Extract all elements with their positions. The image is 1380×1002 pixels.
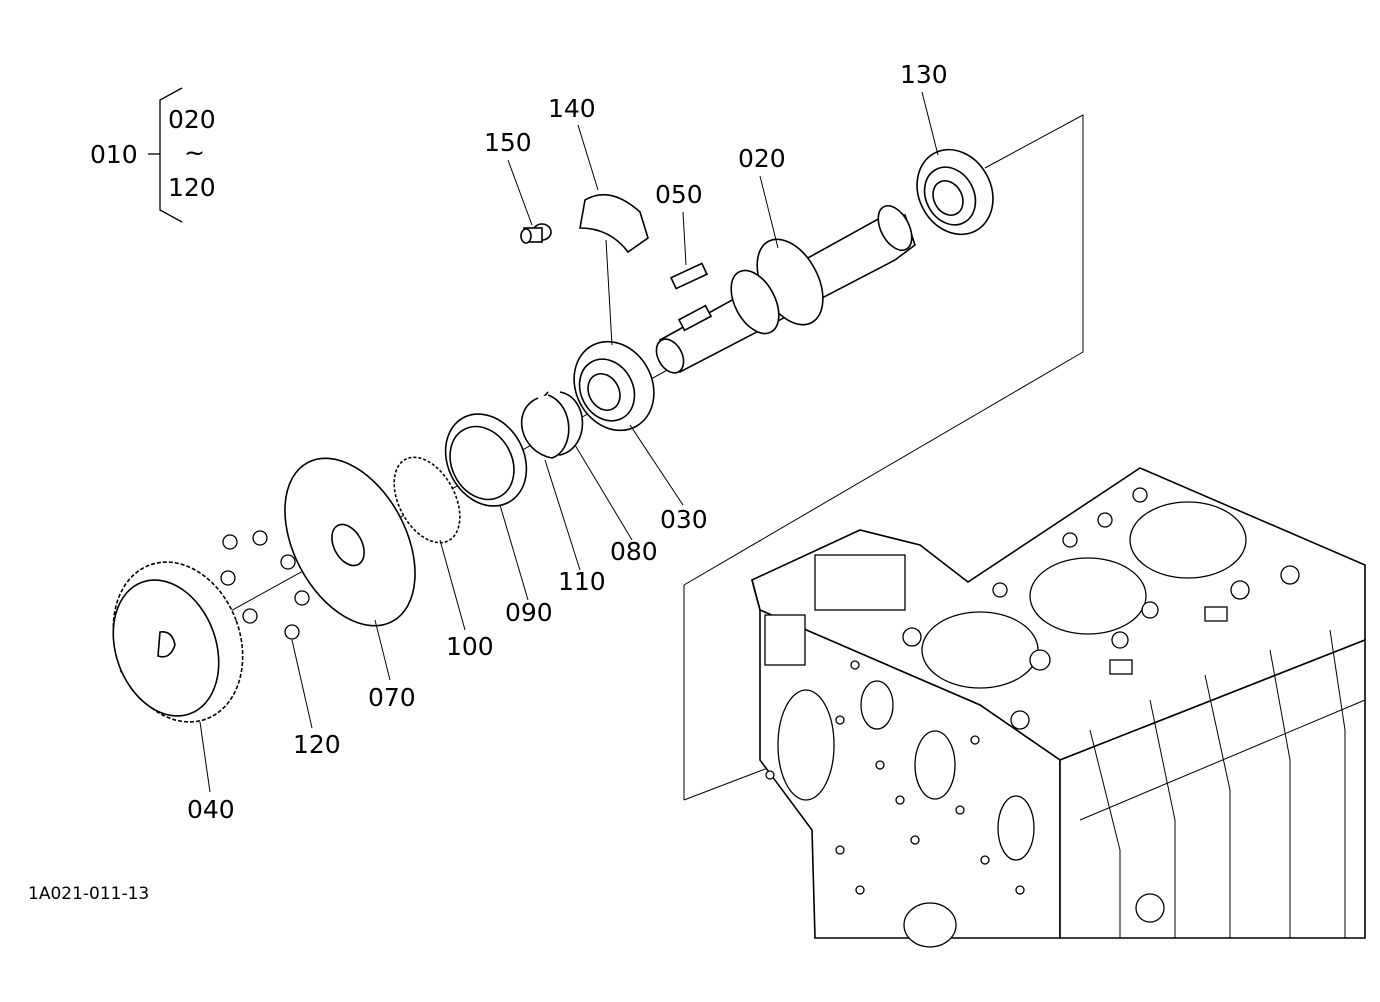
drawing-code: 1A021-011-13 — [28, 884, 149, 904]
part-140-stopper — [579, 193, 649, 254]
leader-lines — [199, 91, 939, 793]
label-120-range: 120 — [168, 173, 216, 202]
label-130: 130 — [900, 60, 948, 89]
label-030: 030 — [660, 505, 708, 534]
part-020-shaft — [655, 205, 916, 374]
part-070-plate — [284, 457, 416, 627]
label-040: 040 — [187, 795, 235, 824]
label-070: 070 — [368, 683, 416, 712]
label-020-range: 020 — [168, 105, 216, 134]
label-080: 080 — [610, 537, 658, 566]
label-050: 050 — [655, 180, 703, 209]
part-120-balls — [220, 530, 310, 640]
part-100-ring — [393, 456, 461, 544]
label-010: 010 — [90, 140, 138, 169]
label-140: 140 — [548, 94, 596, 123]
part-130-bearing — [916, 148, 994, 236]
part-150-bolt — [520, 223, 552, 244]
label-020: 020 — [738, 144, 786, 173]
label-110: 110 — [558, 567, 606, 596]
label-120: 120 — [293, 730, 341, 759]
part-030-bearing — [573, 340, 655, 432]
label-100: 100 — [446, 632, 494, 661]
part-110-snap-ring — [520, 394, 570, 459]
label-tilde: ~ — [184, 138, 205, 167]
part-040-gear — [112, 561, 244, 723]
label-150: 150 — [484, 128, 532, 157]
label-090: 090 — [505, 598, 553, 627]
engine-block — [683, 114, 1366, 948]
assembly-bracket — [148, 87, 183, 223]
part-090-bearing — [444, 413, 528, 507]
part-050-key — [669, 262, 709, 290]
